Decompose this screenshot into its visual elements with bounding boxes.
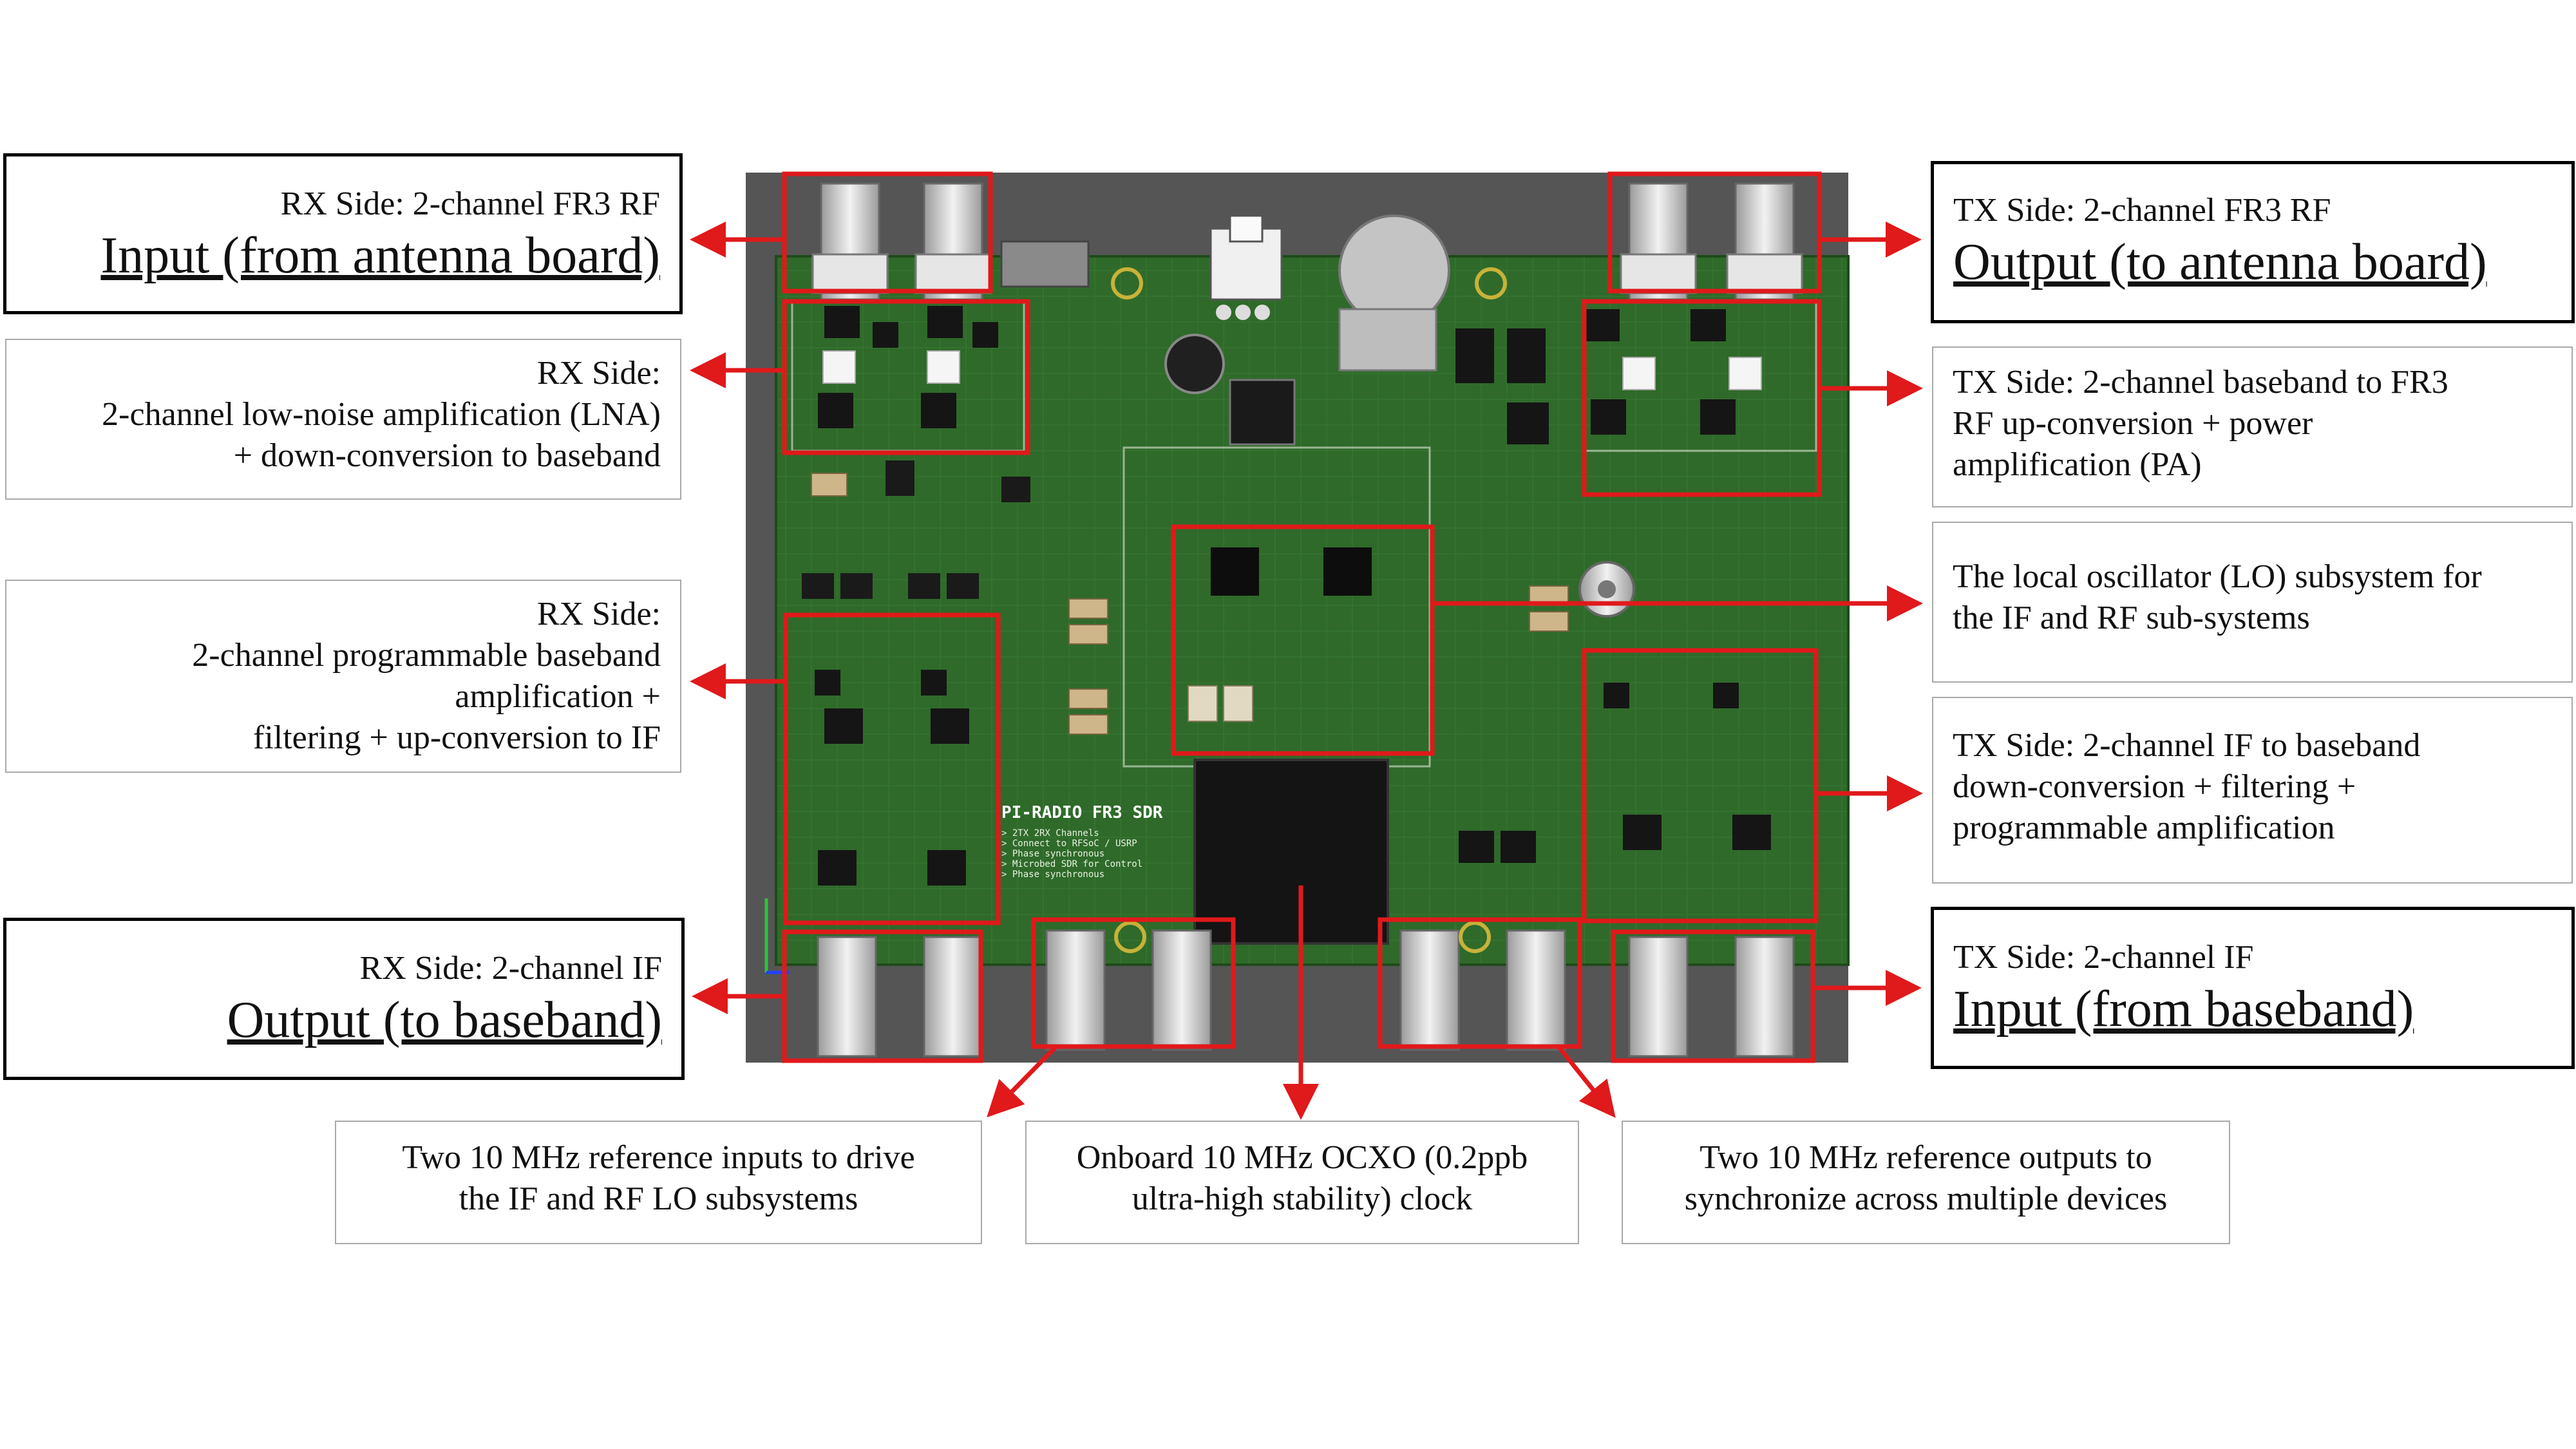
callout-rx-lna-line1: RX Side: [536,355,661,392]
callout-ref-outputs-line1: Two 10 MHz reference outputs to [1700,1139,2152,1176]
highlight-rx-rf [782,171,993,294]
callout-rx-if-output-line1: RX Side: 2-channel IF [359,950,662,987]
callout-tx-upconv-line2: RF up-conversion + power [1953,405,2313,442]
callout-ref-inputs-line2: the IF and RF LO subsystems [459,1180,858,1217]
callout-tx-rf-output-line2: Output (to antenna board) [1953,234,2487,290]
highlight-tx-pa [1582,299,1822,497]
callout-rx-baseband-line4: filtering + up-conversion to IF [253,719,661,756]
ocxo-module [1193,759,1389,945]
callout-tx-rf-output-line1: TX Side: 2-channel FR3 RF [1953,192,2331,229]
rx-rf-connectors [811,182,992,301]
callout-rx-baseband-line2: 2-channel programmable baseband [192,637,661,674]
callout-ref-outputs: Two 10 MHz reference outputs to synchron… [1622,1121,2230,1244]
callout-lo-subsystem: The local oscillator (LO) subsystem for … [1932,522,2573,683]
callout-arrows [690,222,1923,1120]
bottom-sma-connectors [817,929,1795,1057]
callout-tx-rf-output: TX Side: 2-channel FR3 RF Output (to ant… [1931,161,2575,323]
callout-rx-if-output: RX Side: 2-channel IF Output (to baseban… [3,918,685,1080]
silkscreen-line-4: > Microbed SDR for Control [1001,859,1142,869]
highlight-lo [1171,524,1435,756]
tx-rf-connectors [1620,182,1803,301]
silkscreen-line-5: > Phase synchronous [1001,869,1104,880]
callout-ref-inputs-line1: Two 10 MHz reference inputs to drive [402,1139,915,1176]
silkscreen-line-2: > Connect to RFSoC / USRP [1001,838,1137,849]
arrow-ref-in [987,1045,1058,1117]
callout-lo-subsystem-line1: The local oscillator (LO) subsystem for [1953,558,2482,595]
silkscreen-title: PI-RADIO FR3 SDR [1001,803,1163,822]
highlight-tx-if-in [1611,929,1815,1063]
callout-tx-upconv-line1: TX Side: 2-channel baseband to FR3 [1953,364,2448,401]
callout-ocxo-line1: Onboard 10 MHz OCXO (0.2ppb [1076,1139,1528,1176]
callout-rx-baseband-line3: amplification + [455,678,661,715]
callout-ocxo: Onboard 10 MHz OCXO (0.2ppb ultra-high s… [1025,1121,1579,1244]
callout-rx-rf-input-line2: Input (from antenna board) [100,227,660,284]
highlight-ref-in [1031,917,1236,1049]
callout-ref-outputs-line2: synchronize across multiple devices [1684,1180,2168,1217]
callout-tx-if-input-line2: Input (from baseband) [1953,981,2414,1037]
silkscreen-line-1: > 2TX 2RX Channels [1001,828,1099,838]
callout-rx-lna: RX Side: 2-channel low-noise amplificati… [5,339,681,500]
callout-rx-lna-line3: + down-conversion to baseband [233,437,661,474]
callout-tx-upconv: TX Side: 2-channel baseband to FR3 RF up… [1932,346,2573,507]
callout-lo-subsystem-line2: the IF and RF sub-systems [1953,600,2310,636]
highlight-tx-if [1582,648,1819,923]
callout-tx-if-downconv: TX Side: 2-channel IF to baseband down-c… [1932,697,2573,884]
callout-ocxo-line2: ultra-high stability) clock [1132,1180,1473,1217]
callout-rx-if-output-line2: Output (to baseband) [227,992,662,1048]
arrow-ref-out [1557,1045,1616,1118]
callout-tx-if-downconv-line3: programmable amplification [1953,810,2335,846]
callout-rx-baseband: RX Side: 2-channel programmable baseband… [5,580,681,773]
callout-rx-lna-line2: 2-channel low-noise amplification (LNA) [102,396,661,433]
callout-tx-if-downconv-line2: down-conversion + filtering + [1953,768,2356,805]
silkscreen-line-3: > Phase synchronous [1001,849,1104,859]
callout-tx-upconv-line3: amplification (PA) [1953,446,2202,483]
callout-rx-rf-input-line1: RX Side: 2-channel FR3 RF [280,185,660,222]
highlight-tx-rf [1607,171,1822,294]
callout-tx-if-input-line1: TX Side: 2-channel IF [1953,939,2254,976]
callout-rx-baseband-line1: RX Side: [536,596,661,632]
callout-ref-inputs: Two 10 MHz reference inputs to drive the… [335,1121,982,1244]
callout-rx-rf-input: RX Side: 2-channel FR3 RF Input (from an… [3,153,683,314]
highlight-rx-lna [782,299,1030,455]
highlight-rx-baseband [783,612,1001,925]
callout-tx-if-input: TX Side: 2-channel IF Input (from baseba… [1931,907,2575,1069]
highlight-ref-out [1378,917,1582,1049]
callout-tx-if-downconv-line1: TX Side: 2-channel IF to baseband [1953,727,2421,764]
